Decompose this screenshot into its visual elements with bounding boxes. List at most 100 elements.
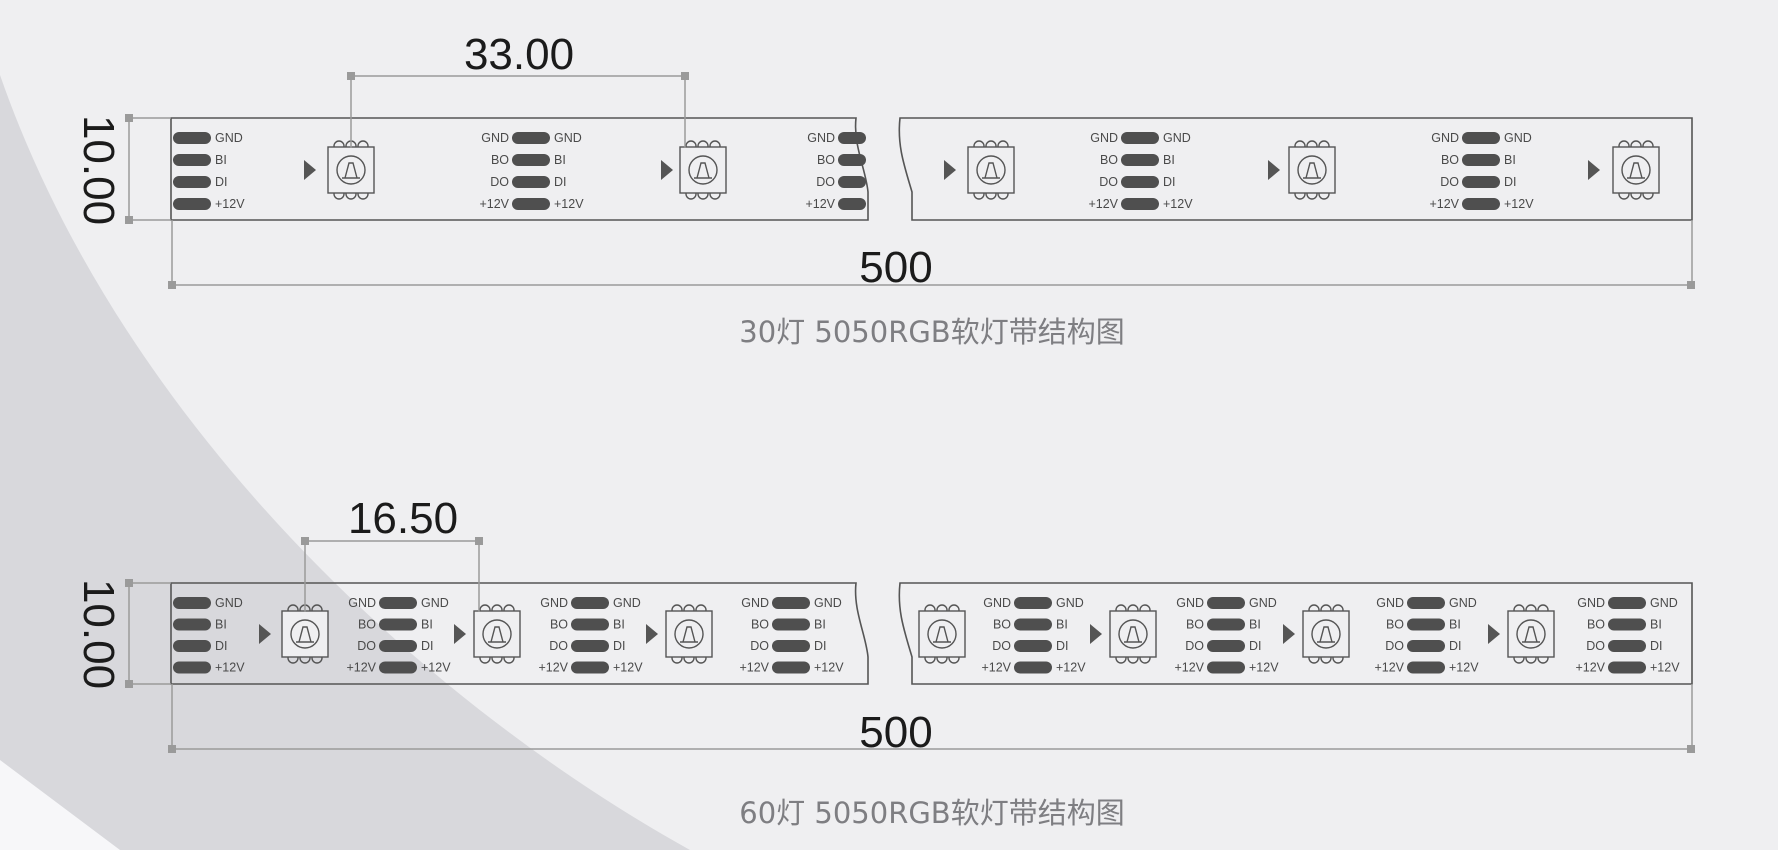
pad-label: +12V xyxy=(1056,661,1086,675)
pad-label: DI xyxy=(1504,175,1517,189)
pad-label: GND xyxy=(1090,131,1118,145)
led-5050-icon xyxy=(918,604,966,664)
data-direction-arrow-icon xyxy=(259,624,271,644)
pad-label: BO xyxy=(993,618,1011,632)
solder-pad xyxy=(512,176,550,188)
solder-pad xyxy=(571,661,609,674)
pad-label: DO xyxy=(1586,639,1605,653)
diagram-caption: 60灯 5050RGB软灯带结构图 xyxy=(739,796,1124,830)
data-direction-arrow-icon xyxy=(454,624,466,644)
led-5050-icon xyxy=(1109,604,1157,664)
pad-label: BI xyxy=(554,153,566,167)
solder-pad xyxy=(1014,640,1052,652)
solder-pad xyxy=(1462,154,1500,166)
solder-pad xyxy=(772,661,810,674)
solder-pad xyxy=(173,154,211,166)
solder-pad xyxy=(173,597,211,609)
pad-label: +12V xyxy=(1088,197,1118,211)
pad-label: DO xyxy=(549,639,568,653)
data-direction-arrow-icon xyxy=(646,624,658,644)
pad-label: +12V xyxy=(1163,197,1193,211)
solder-pad xyxy=(1121,176,1159,188)
pad-label: DI xyxy=(1056,639,1069,653)
pad-label: BO xyxy=(1441,153,1459,167)
solder-pad xyxy=(1014,661,1052,674)
led-5050-icon xyxy=(967,140,1015,200)
solder-pad xyxy=(571,640,609,652)
pad-label: BO xyxy=(1186,618,1204,632)
solder-pad xyxy=(1407,618,1445,631)
solder-pad xyxy=(1207,597,1245,609)
led-5050-icon xyxy=(679,140,727,200)
solder-pad xyxy=(1407,661,1445,674)
led-5050-icon xyxy=(1507,604,1555,664)
pad-label: DI xyxy=(1249,639,1262,653)
pad-label: +12V xyxy=(554,197,584,211)
data-direction-arrow-icon xyxy=(661,160,673,180)
pad-label: +12V xyxy=(215,661,245,675)
pitch-dimension xyxy=(347,72,689,148)
pad-label: GND xyxy=(814,596,842,610)
solder-pad xyxy=(1608,661,1646,674)
pad-label: BI xyxy=(613,618,625,632)
pad-label: +12V xyxy=(1174,661,1204,675)
pad-label: DO xyxy=(357,639,376,653)
pad-label: GND xyxy=(1504,131,1532,145)
solder-pad xyxy=(1207,640,1245,652)
pad-label: BO xyxy=(751,618,769,632)
pitch-label: 16.50 xyxy=(348,494,458,543)
pad-label: GND xyxy=(1176,596,1204,610)
diagram-caption: 30灯 5050RGB软灯带结构图 xyxy=(739,315,1124,349)
pad-label: DO xyxy=(750,639,769,653)
pad-label: +12V xyxy=(814,661,844,675)
solder-pad xyxy=(1608,618,1646,631)
pad-label: DO xyxy=(1099,175,1118,189)
pad-label: BI xyxy=(421,618,433,632)
solder-pad xyxy=(173,198,211,210)
pad-label: +12V xyxy=(1449,661,1479,675)
pitch-label: 33.00 xyxy=(464,30,574,79)
data-direction-arrow-icon xyxy=(1588,160,1600,180)
data-direction-arrow-icon xyxy=(1090,624,1102,644)
pad-label: BI xyxy=(215,618,227,632)
solder-pad xyxy=(838,132,866,144)
pad-label: GND xyxy=(1431,131,1459,145)
pad-label: GND xyxy=(1650,596,1678,610)
pad-label: BI xyxy=(1056,618,1068,632)
pad-label: GND xyxy=(1249,596,1277,610)
pad-label: BO xyxy=(550,618,568,632)
led-5050-icon xyxy=(1288,140,1336,200)
pad-label: DO xyxy=(490,175,509,189)
solder-pad xyxy=(512,198,550,210)
strip-right-segment xyxy=(898,582,1693,685)
pad-label: BI xyxy=(1163,153,1175,167)
length-dimension xyxy=(168,220,1695,289)
length-label: 500 xyxy=(859,708,932,757)
solder-pad xyxy=(1608,597,1646,609)
solder-pad xyxy=(1608,640,1646,652)
solder-pad xyxy=(173,661,211,674)
solder-pad xyxy=(1014,618,1052,631)
led-5050-icon xyxy=(1612,140,1660,200)
led-5050-icon xyxy=(281,604,329,664)
pad-label: +12V xyxy=(1374,661,1404,675)
pitch-dimension xyxy=(301,537,483,612)
length-dimension xyxy=(168,684,1695,753)
solder-pad xyxy=(379,618,417,631)
pad-label: +12V xyxy=(1650,661,1680,675)
pad-label: GND xyxy=(807,131,835,145)
solder-pad xyxy=(173,618,211,631)
pad-label: +12V xyxy=(215,197,245,211)
pad-label: BO xyxy=(1386,618,1404,632)
pad-label: +12V xyxy=(981,661,1011,675)
width-label: 10.00 xyxy=(74,115,123,225)
solder-pad xyxy=(379,597,417,609)
solder-pad xyxy=(379,640,417,652)
solder-pad xyxy=(173,132,211,144)
